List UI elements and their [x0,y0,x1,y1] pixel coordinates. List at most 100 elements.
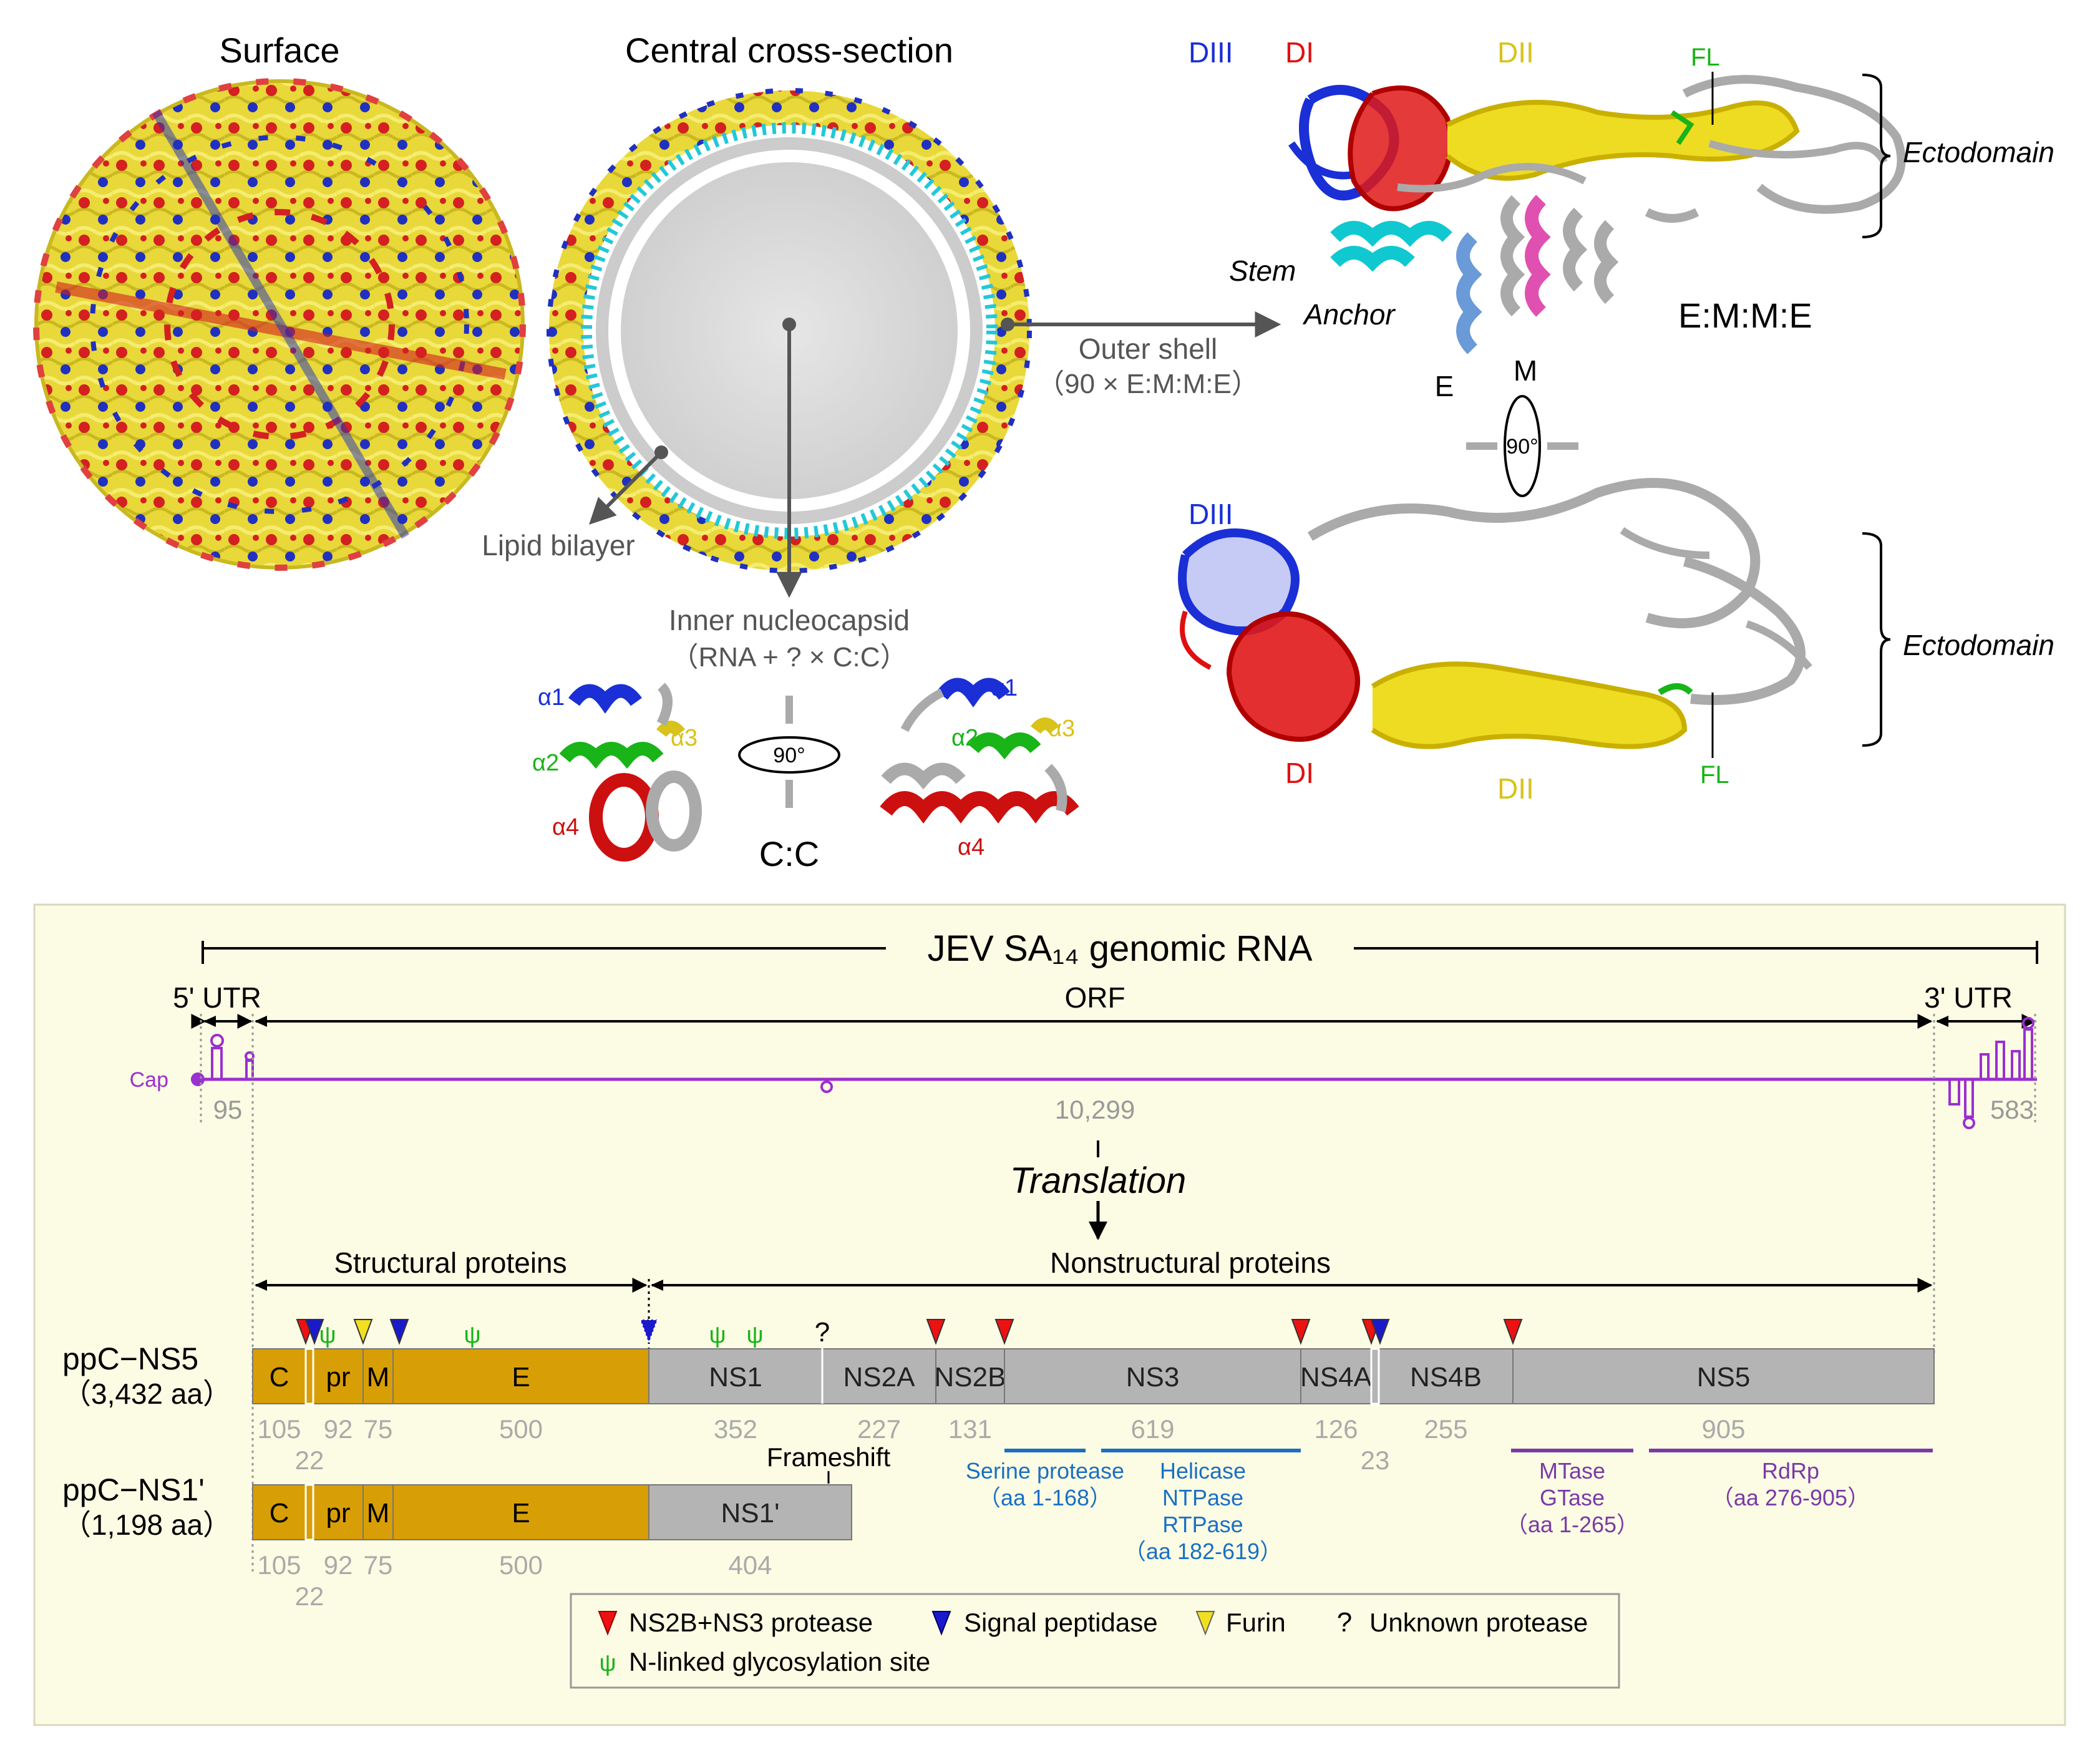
ns5-segment-ns2a [822,1348,936,1404]
signal-peptidase-site-icon [389,1319,409,1345]
ns5-segment-label: NS3 [1126,1362,1180,1393]
cap-label: Cap [130,1068,168,1092]
surface-virion [33,78,526,571]
ns1p-segment-length: 500 [499,1550,543,1580]
ns5-segment-label: NS2A [843,1362,916,1393]
ns5-segment-label: NS1 [709,1362,762,1393]
lipid-label: Lipid bilayer [482,529,634,561]
label-dii-bottom: DII [1497,772,1534,805]
ectodomain-label-top: Ectodomain [1903,136,2054,168]
ns2b-ns3-site-icon [1291,1319,1311,1345]
inner-count: （RNA + ? × C:C） [671,642,907,673]
ns5-segment-length: 105 [257,1414,301,1444]
cross-title: Central cross-section [625,31,953,70]
cc-rotation-label: 90° [773,744,805,767]
ns1p-name: ppC−NS1' [62,1472,205,1507]
unknown-protease-mark: ? [815,1317,830,1348]
label-fl-bottom: FL [1700,761,1729,789]
genome-panel [33,903,2066,1726]
outer-shell-label: Outer shell [1079,333,1217,365]
label-fl-top: FL [1691,44,1720,71]
outer-shell-count: （90 × E:M:M:E） [1037,369,1259,399]
ns5-segment-label: pr [326,1362,350,1393]
ns1p-small-segment-length: 22 [295,1582,324,1611]
ns1p-small-segment [304,1484,314,1541]
utr3-label: 3' UTR [1924,981,2013,1014]
nonstructural-label: Nonstructural proteins [1050,1247,1331,1279]
utr5-label: 5' UTR [173,981,261,1014]
anchor-label: Anchor [1302,298,1396,331]
label-a3-right: α3 [1048,716,1075,742]
structural-label: Structural proteins [334,1247,566,1279]
ns1p-segment-label: M [367,1498,390,1529]
mtase-range: （aa 1-265） [1505,1512,1639,1537]
glycosylation-site-icon: ψ [319,1322,336,1348]
ns5-segment-pr [313,1348,364,1404]
ns5-segment-label: NS2B [935,1362,1006,1393]
glyco-icon: ψ [599,1650,616,1676]
cc-label: C:C [759,834,819,873]
ns5-segment-length: 500 [499,1414,543,1444]
ectodomain-label-bottom: Ectodomain [1903,629,2054,661]
rtpase-label: RTPase [1162,1512,1243,1537]
ns1p-segment-ns1p [648,1484,852,1540]
ns1p-aa: （1,198 aa） [62,1509,231,1541]
emme-rotation-icon [1466,395,1578,497]
ns5-polyprotein: C105pr92M75E500NS1352NS2A227NS2B131NS361… [252,1348,1935,1475]
ns5-segment-label: NS5 [1697,1362,1751,1393]
ns5-segment-ns2b [935,1348,1005,1404]
structural-arrow-left [255,1280,267,1291]
helicase-range: （aa 182-619） [1124,1538,1282,1564]
label-di-top: DI [1285,36,1314,69]
ns5-small-segment [304,1348,314,1405]
len-orf: 10,299 [1055,1095,1135,1124]
legend-glyco: N-linked glycosylation site [629,1647,930,1676]
ns2b-ns3-icon [598,1611,618,1636]
label-a2-left: α2 [532,750,559,776]
ns1p-segment-label: C [270,1498,289,1529]
len-5utr: 95 [213,1095,243,1124]
label-a4-left: α4 [552,814,579,840]
ns5-small-segment-length: 22 [295,1446,324,1475]
furin-icon [1195,1611,1215,1636]
ns1p-segment-m [362,1484,394,1540]
ns5-segment-e [392,1348,649,1404]
utr3-arrow-head-left [1936,1016,1948,1027]
ns1p-segment-c [252,1484,306,1540]
ns2b-ns3-site-icon [1503,1319,1523,1345]
label-a3-left: α3 [671,725,698,751]
legend-unknown: Unknown protease [1369,1608,1588,1637]
legend-signal: Signal peptidase [964,1608,1158,1637]
unknown-icon: ? [1337,1607,1352,1638]
ns5-segment-length: 92 [324,1414,353,1444]
e-dimer-structure [1178,478,1812,749]
furin-site-icon [353,1319,373,1345]
m-label: M [1514,354,1537,387]
ns5-aa: （3,432 aa） [62,1378,231,1410]
emme-rotation-label: 90° [1506,435,1538,459]
lipid-arrow [589,450,663,525]
ns5-segment-label: NS4A [1300,1362,1373,1393]
ns1p-segment-length: 404 [728,1550,772,1580]
glycosylation-site-icon: ψ [709,1322,726,1348]
serine-label: Serine protease [966,1458,1124,1484]
ns5-segment-label: M [367,1362,390,1393]
ns1p-segment-e [392,1484,649,1540]
utr5-arrow-head-left [203,1016,216,1027]
label-a1-right: α1 [991,675,1018,701]
ns5-segment-ns5 [1512,1348,1935,1404]
cc-rotation-icon [738,696,840,808]
legend-box [570,1593,1620,1689]
orf-label: ORF [1064,981,1125,1014]
ns5-segment-label: NS4B [1410,1362,1482,1393]
label-a2-right: α2 [951,725,978,751]
ns5-name: ppC−NS5 [62,1341,198,1376]
ns5-segment-length: 131 [948,1414,992,1444]
label-a4-right: α4 [958,834,984,860]
rna-orf-structure [820,1081,833,1093]
emme-structure-top [1288,75,1906,354]
ns5-segment-ns1 [648,1348,823,1404]
ns5-segment-length: 352 [714,1414,757,1444]
